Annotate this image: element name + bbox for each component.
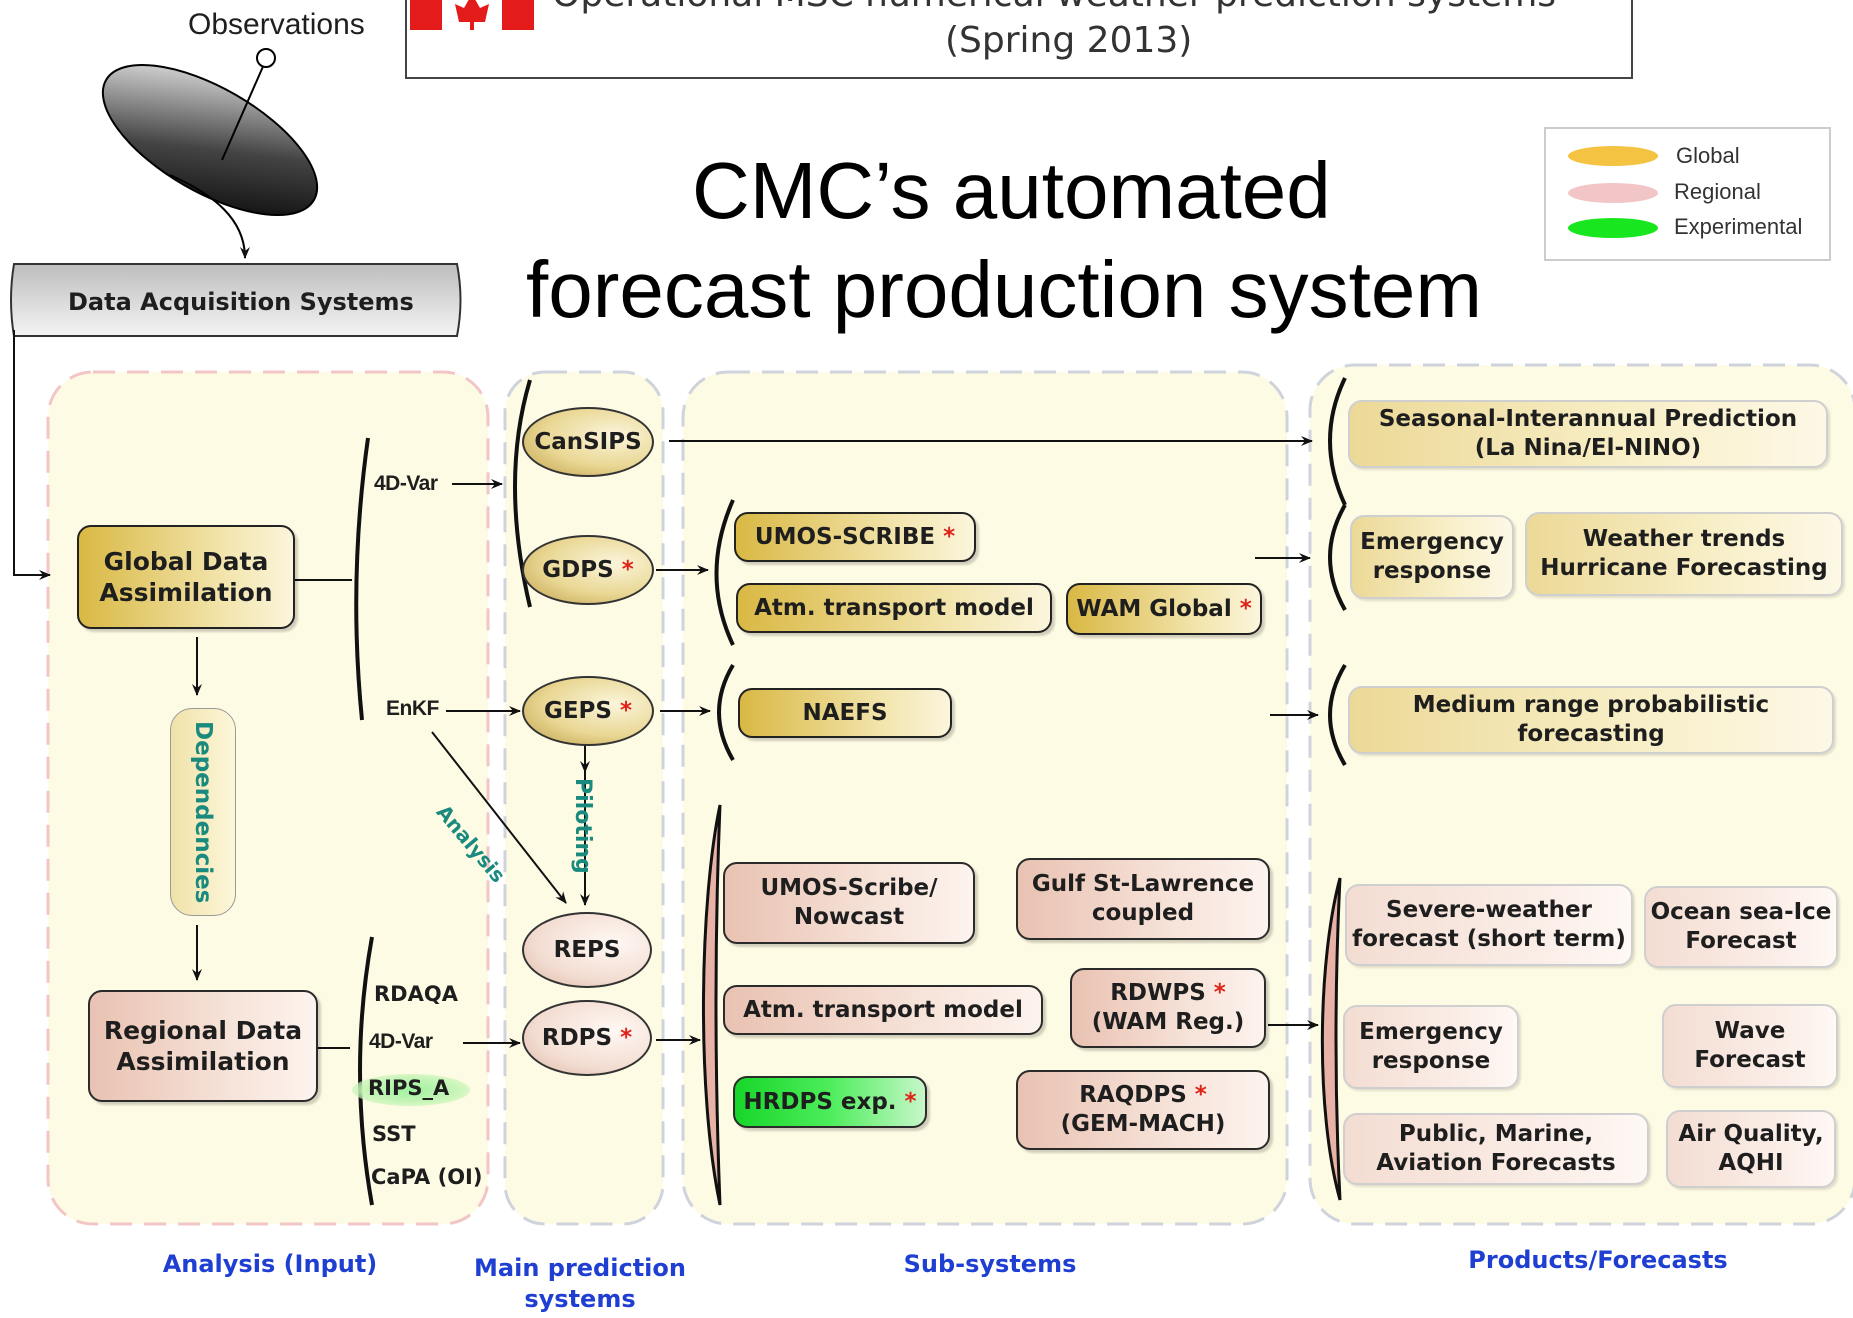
geps-star: *	[619, 698, 633, 724]
dependencies-label: Dependencies	[190, 720, 216, 904]
geps-label: GEPS	[543, 698, 612, 724]
hrdps-label: HRDPS exp.	[743, 1088, 897, 1115]
sub-wam-global: WAM Global *	[1066, 583, 1262, 635]
header-frame	[405, 0, 1633, 79]
main-title-line1: CMC’s automated	[692, 146, 1331, 235]
sub-umos-scribe: UMOS-SCRIBE *	[734, 512, 976, 562]
header-title-line2: (Spring 2013)	[945, 20, 1193, 61]
cansips-label: CanSIPS	[534, 429, 642, 455]
reps-label: REPS	[553, 937, 621, 963]
product-wave: Wave Forecast	[1662, 1004, 1838, 1088]
product-public-marine: Public, Marine, Aviation Forecasts	[1343, 1113, 1649, 1185]
rdwps-star: *	[1213, 980, 1226, 1007]
global-method-4dvar: 4D-Var	[374, 472, 438, 495]
system-rdps: RDPS *	[522, 1000, 652, 1076]
footer-main-systems: Main prediction systems	[474, 1254, 686, 1314]
raqdps-label: RAQDPS	[1079, 1082, 1187, 1109]
system-geps: GEPS *	[522, 676, 654, 746]
regional-method-4dvar: 4D-Var	[369, 1030, 433, 1053]
sub-atm-transport-regional: Atm. transport model	[723, 985, 1043, 1035]
umos-scribe-star: *	[943, 523, 956, 550]
panel-products	[1308, 363, 1853, 1226]
sub-naefs: NAEFS	[738, 688, 952, 738]
product-weather-trends: Weather trends Hurricane Forecasting	[1525, 512, 1843, 596]
rips-glow	[352, 1074, 470, 1106]
rdps-star: *	[620, 1025, 633, 1051]
dependencies-pill: Dependencies	[170, 708, 236, 916]
piloting-arrow-label: Piloting	[570, 778, 595, 874]
acquisition-label: Data Acquisition Systems	[68, 288, 414, 316]
wam-global-star: *	[1239, 595, 1252, 622]
sub-rdwps: RDWPS * (WAM Reg.)	[1070, 968, 1266, 1048]
legend-regional: Regional	[1674, 179, 1761, 204]
regional-method-rdaqa: RDAQA	[374, 982, 458, 1006]
legend-global: Global	[1676, 143, 1740, 168]
sub-hrdps-exp: HRDPS exp. *	[733, 1076, 927, 1128]
hrdps-star: *	[904, 1088, 917, 1115]
product-emergency-global: Emergency response	[1350, 515, 1514, 599]
system-cansips: CanSIPS	[522, 407, 654, 477]
rdwps-label: RDWPS	[1110, 980, 1206, 1007]
product-severe-weather: Severe-weather forecast (short term)	[1345, 884, 1633, 966]
observations-label: Observations	[188, 8, 365, 41]
product-seasonal: Seasonal-Interannual Prediction (La Nina…	[1348, 400, 1828, 468]
footer-sub-systems: Sub-systems	[903, 1250, 1077, 1278]
wam-global-label: WAM Global	[1076, 595, 1232, 622]
footer-analysis: Analysis (Input)	[162, 1250, 378, 1278]
legend-experimental: Experimental	[1674, 214, 1803, 239]
sub-umos-nowcast: UMOS-Scribe/ Nowcast	[723, 862, 975, 944]
regional-method-capa: CaPA (OI)	[371, 1165, 483, 1189]
global-data-assimilation: Global Data Assimilation	[77, 525, 295, 629]
system-reps: REPS	[522, 912, 652, 988]
footer-products: Products/Forecasts	[1468, 1246, 1728, 1274]
acquisition-drum	[10, 263, 462, 337]
regional-method-rips-a: RIPS_A	[368, 1076, 450, 1100]
main-title-line2: forecast production system	[526, 245, 1482, 334]
product-air-quality: Air Quality, AQHI	[1666, 1110, 1836, 1188]
header-title-line1: Operational MSC numerical weather predic…	[552, 0, 1556, 15]
sub-atm-transport-global: Atm. transport model	[736, 583, 1052, 633]
gdps-label: GDPS	[542, 557, 614, 583]
sub-gulf-st-lawrence: Gulf St-Lawrence coupled	[1016, 858, 1270, 940]
rdwps-sublabel: (WAM Reg.)	[1091, 1009, 1245, 1035]
rdps-label: RDPS	[541, 1025, 613, 1051]
raqdps-sublabel: (GEM-MACH)	[1060, 1111, 1226, 1137]
regional-products-brace	[1320, 877, 1342, 1201]
product-medium-range: Medium range probabilistic forecasting	[1348, 686, 1834, 754]
raqdps-star: *	[1194, 1082, 1207, 1109]
umos-scribe-label: UMOS-SCRIBE	[754, 523, 936, 550]
system-gdps: GDPS *	[522, 535, 654, 605]
regional-sub-brace	[701, 804, 722, 1206]
sub-raqdps: RAQDPS * (GEM-MACH)	[1016, 1070, 1270, 1150]
regional-data-assimilation: Regional Data Assimilation	[88, 990, 318, 1102]
gdps-star: *	[621, 557, 634, 583]
satellite-dish	[101, 63, 319, 217]
regional-method-sst: SST	[372, 1122, 416, 1146]
product-emergency-regional: Emergency response	[1343, 1005, 1519, 1089]
global-method-enkf: EnKF	[386, 697, 439, 720]
product-ocean-ice: Ocean sea-Ice Forecast	[1644, 886, 1838, 968]
